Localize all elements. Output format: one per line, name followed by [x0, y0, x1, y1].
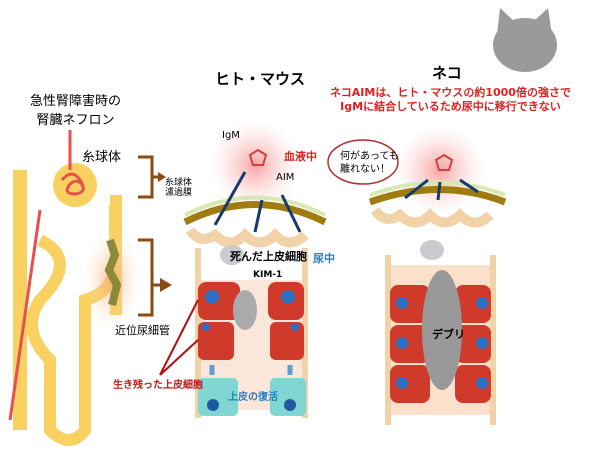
bubble-text: 何があっても離れない！	[340, 151, 399, 175]
proximal-tubule-label: 近位尿細管	[115, 324, 170, 337]
nephron-illustration	[8, 130, 140, 446]
cat-title: ネコ	[432, 64, 462, 82]
kim1-label: KIM-1	[253, 270, 283, 280]
surviving-cells-label: 生き残った上皮細胞	[113, 380, 203, 391]
bracket-tubule	[138, 238, 164, 317]
igm-aim-complex-icon	[248, 148, 268, 166]
cat-icon	[493, 8, 557, 72]
speech-bubble	[327, 139, 399, 185]
filter-membrane-label: 糸球体濾過膜	[165, 178, 193, 198]
human-mouse-title: ヒト・マウス	[215, 70, 306, 88]
nephron-title: 急性腎障害時の腎臓ネフロン	[30, 94, 122, 128]
bracket-glomerulus	[138, 155, 160, 199]
urine-label: 尿中	[313, 252, 335, 265]
glomerulus-label: 糸球体	[82, 150, 122, 165]
filter-membrane	[183, 201, 327, 226]
human-panel	[159, 120, 327, 418]
cat-panel	[327, 8, 557, 425]
dead-cells-label: 死んだ上皮細胞	[230, 250, 307, 263]
aim-label: AIM	[276, 172, 295, 183]
debris-label: デブリ	[432, 328, 465, 341]
glomerulus-icon	[53, 163, 97, 207]
blood-label: 血液中	[284, 150, 317, 163]
igm-label: IgM	[222, 130, 240, 141]
recovery-label: 上皮の復活	[228, 392, 278, 403]
